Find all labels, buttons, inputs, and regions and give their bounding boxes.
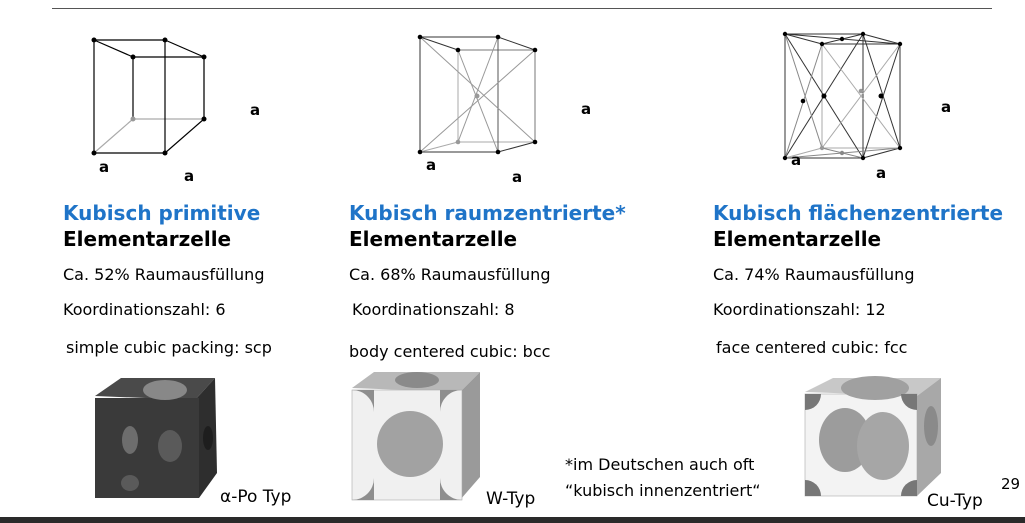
sc-type-label: α-Po Typ <box>220 487 292 507</box>
footnote-line-2: “kubisch innenzentriert“ <box>565 481 761 500</box>
bcc-type-label: W-Typ <box>486 489 536 509</box>
bcc-subtitle: Elementarzelle <box>349 227 518 251</box>
fcc-title: Kubisch flächenzentrierte <box>713 201 1004 225</box>
edge-label-height: a <box>250 101 261 119</box>
fcc-unit-cell-diagram <box>782 31 903 161</box>
sc-title: Kubisch primitive <box>63 201 261 225</box>
bcc-packing-model-image <box>351 372 480 501</box>
edge-label-width: a <box>512 168 523 186</box>
bcc-fill: Ca. 68% Raumausfüllung <box>349 265 551 284</box>
bcc-coordination: Koordinationszahl: 8 <box>352 300 515 319</box>
sc-coordination: Koordinationszahl: 6 <box>63 300 226 319</box>
edge-label-depth: a <box>791 151 802 169</box>
sc-packing-model-image <box>95 378 217 498</box>
footnote-line-1: *im Deutschen auch oft <box>565 455 755 474</box>
edge-label-width: a <box>184 167 195 185</box>
fcc-packing: face centered cubic: fcc <box>716 338 908 357</box>
bcc-unit-cell-diagram <box>417 34 538 155</box>
fcc-coordination: Koordinationszahl: 12 <box>713 300 886 319</box>
sc-fill: Ca. 52% Raumausfüllung <box>63 265 265 284</box>
bcc-packing: body centered cubic: bcc <box>349 342 551 361</box>
footnote: *im Deutschen auch oft “kubisch innenzen… <box>565 452 761 504</box>
sc-unit-cell-diagram <box>91 37 207 156</box>
bottom-bar <box>0 517 1025 523</box>
bcc-heading: Kubisch raumzentrierte* Elementarzelle <box>349 200 626 252</box>
sc-subtitle: Elementarzelle <box>63 227 232 251</box>
sc-heading: Kubisch primitive Elementarzelle <box>63 200 260 252</box>
fcc-type-label: Cu-Typ <box>927 491 983 511</box>
top-rule <box>52 8 992 9</box>
page-number: 29 <box>1001 475 1021 493</box>
bcc-title: Kubisch raumzentrierte* <box>349 201 626 225</box>
fcc-packing-model-image <box>804 376 941 497</box>
fcc-subtitle: Elementarzelle <box>713 227 882 251</box>
edge-label-height: a <box>941 98 952 116</box>
edge-label-width: a <box>876 164 887 182</box>
sc-packing: simple cubic packing: scp <box>66 338 272 357</box>
fcc-fill: Ca. 74% Raumausfüllung <box>713 265 915 284</box>
edge-label-height: a <box>581 100 592 118</box>
edge-label-depth: a <box>426 156 437 174</box>
fcc-heading: Kubisch flächenzentrierte Elementarzelle <box>713 200 1003 252</box>
edge-label-depth: a <box>99 158 110 176</box>
